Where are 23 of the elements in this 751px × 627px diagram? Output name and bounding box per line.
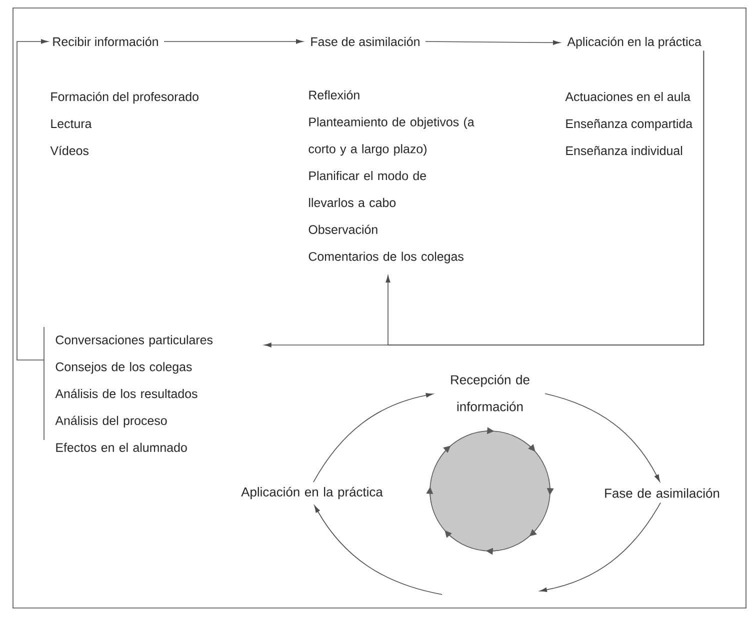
list-item: Enseñanza compartida	[566, 118, 693, 131]
cycle-label: Aplicación en la práctica	[241, 486, 383, 500]
arrow	[16, 39, 48, 360]
stage-heading: Aplicación en la práctica	[567, 36, 702, 49]
arrow	[425, 40, 560, 45]
cycle-label: Fase de asimilación	[605, 488, 720, 498]
cycle-label: Recepción de información	[451, 374, 530, 412]
arrow	[314, 505, 442, 595]
stage-heading: Recibir información	[53, 36, 158, 46]
arrow	[386, 50, 704, 346]
arrow	[164, 39, 304, 44]
list-item: Lectura	[51, 119, 92, 128]
stage-heading: Fase de asimilación	[311, 36, 420, 46]
arrow	[313, 392, 434, 482]
arrow	[544, 393, 660, 482]
list-item: Formación del profesorado	[51, 92, 198, 104]
cycle-circle-drawing	[426, 427, 554, 555]
activity-list: Conversaciones particulares Consejos de los colegas Análisis de los resultados Análisis del proceso Efectos en el alumnado	[55, 335, 213, 452]
list-item: Vídeos	[50, 146, 89, 156]
arrow	[540, 502, 661, 592]
list-item: Actuaciones en el aula	[565, 92, 690, 102]
activity-list: Reflexión Planteamiento de objetivos (a corto y a largo plazo) Planificar el modo de llevarlos a cabo Observación Comentarios de los colegas	[308, 90, 474, 264]
list-item: Enseñanza individual	[566, 146, 682, 156]
